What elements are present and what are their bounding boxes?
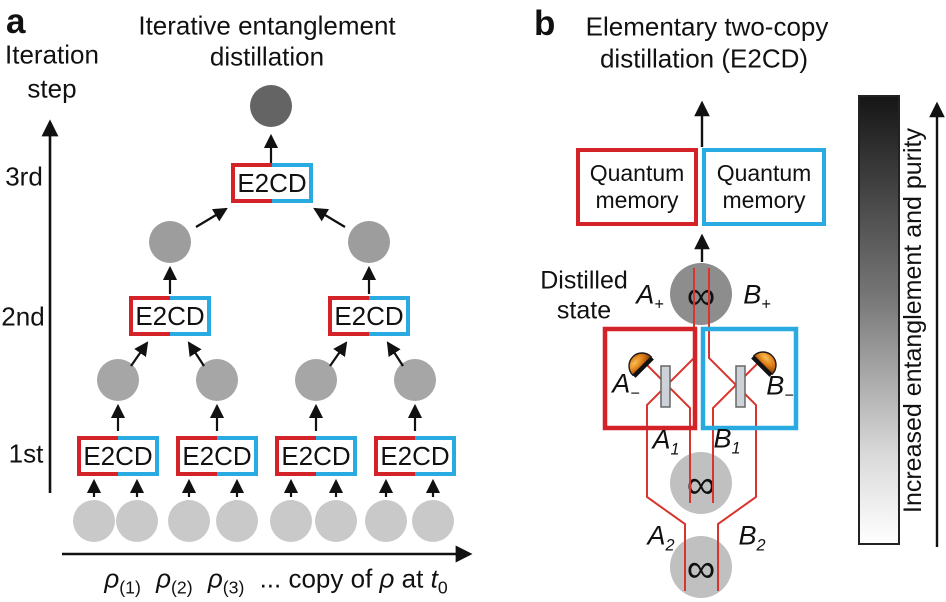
tick-3rd: 3rd	[5, 161, 43, 192]
entangled-pair-icon: ∞	[687, 547, 716, 591]
beam-splitter-icon	[735, 365, 746, 408]
e2cd-box-1st-1: E2CD	[77, 436, 159, 476]
rho-symbol: ρ	[207, 563, 223, 594]
time-subscript: 0	[437, 577, 448, 598]
state-circle-1st	[97, 359, 139, 401]
state-circle-2nd	[348, 221, 390, 263]
rho-subscript: (1)	[119, 577, 141, 598]
state-circle-1st	[196, 359, 238, 401]
panel-b-label: b	[534, 4, 556, 43]
e2cd-box-1st-2: E2CD	[176, 436, 258, 476]
pair-circle-1	[670, 452, 732, 514]
at-text: at	[401, 563, 424, 594]
e2cd-box-label: E2CD	[380, 440, 450, 471]
label-a2: A2	[647, 520, 675, 555]
e2cd-box-2nd-left: E2CD	[129, 296, 211, 336]
e2cd-box-label: E2CD	[334, 300, 404, 331]
iteration-axis-label-line2: step	[27, 73, 77, 104]
panel-a-title-line1: Iterative entanglement	[138, 10, 396, 41]
e2cd-box-label: E2CD	[83, 440, 153, 471]
rho-subscript: (2)	[170, 577, 193, 598]
quantum-memory-label: Quantum	[716, 159, 812, 186]
panel-b-title-line2: distillation (E2CD)	[599, 43, 809, 74]
bob-station-box	[700, 326, 799, 431]
beam-splitter-icon	[660, 365, 671, 408]
quantum-memory-label: memory	[595, 187, 679, 213]
quantum-memory-box-bob: Quantum memory	[702, 148, 826, 226]
quantum-memory-label: memory	[722, 187, 806, 213]
label-b1: B1	[713, 423, 741, 458]
iteration-axis-label-line1: Iteration	[5, 39, 99, 70]
input-copy-circles	[73, 500, 454, 542]
e2cd-box-label: E2CD	[135, 300, 205, 331]
e2cd-box-label: E2CD	[281, 440, 351, 471]
e2cd-box-3rd: E2CD	[231, 163, 313, 203]
tick-2nd: 2nd	[1, 301, 45, 332]
copy-of-text: copy of	[288, 563, 373, 594]
label-a-minus: A−	[612, 368, 640, 403]
label-a-plus: A+	[636, 279, 664, 314]
e2cd-box-2nd-right: E2CD	[328, 296, 410, 336]
copies-axis-label: ρ(1) ρ(2) ρ(3) ... copy of ρ at t0	[104, 563, 447, 598]
label-b-plus: B+	[743, 279, 771, 314]
rho-symbol: ρ	[156, 563, 171, 594]
quantum-memory-label: Quantum	[589, 159, 685, 186]
entangled-pair-icon: ∞	[687, 274, 716, 318]
distilled-state-label-line1: Distilled	[540, 266, 628, 295]
rho-symbol: ρ	[379, 563, 395, 594]
panel-a-title-line2: distillation	[209, 41, 325, 72]
entanglement-colorbar	[858, 95, 900, 545]
ellipsis: ...	[259, 563, 282, 594]
time-symbol: t	[430, 563, 438, 594]
distilled-state-label-line2: state	[556, 296, 612, 325]
panel-a-label: a	[6, 2, 26, 41]
state-circle-1st	[295, 359, 337, 401]
e2cd-box-1st-3: E2CD	[275, 436, 357, 476]
flow-arrows	[86, 133, 441, 497]
rho-subscript: (3)	[222, 577, 245, 598]
e2cd-box-label: E2CD	[182, 440, 252, 471]
quantum-memory-box-alice: Quantum memory	[576, 148, 698, 226]
photodetector-icon	[751, 351, 777, 377]
state-circle-2nd	[149, 221, 191, 263]
colorbar-label-text: Increased entanglement and purity	[898, 127, 927, 513]
state-circle-final	[250, 85, 292, 127]
colorbar-label: Increased entanglement and purity	[884, 95, 942, 545]
rho-symbol: ρ	[104, 563, 120, 594]
entangled-pair-icon: ∞	[687, 463, 716, 507]
alice-station-box	[602, 326, 698, 431]
e2cd-box-label: E2CD	[237, 167, 307, 198]
photodetector-icon	[628, 352, 654, 378]
label-b-minus: B−	[766, 370, 794, 405]
panel-b-title-line1: Elementary two-copy	[585, 11, 829, 42]
state-circle-1st	[394, 359, 436, 401]
tick-1st: 1st	[8, 438, 44, 469]
distilled-state-circle	[670, 263, 732, 325]
label-a1: A1	[652, 424, 680, 459]
label-b2: B2	[738, 520, 766, 555]
e2cd-box-1st-4: E2CD	[374, 436, 456, 476]
